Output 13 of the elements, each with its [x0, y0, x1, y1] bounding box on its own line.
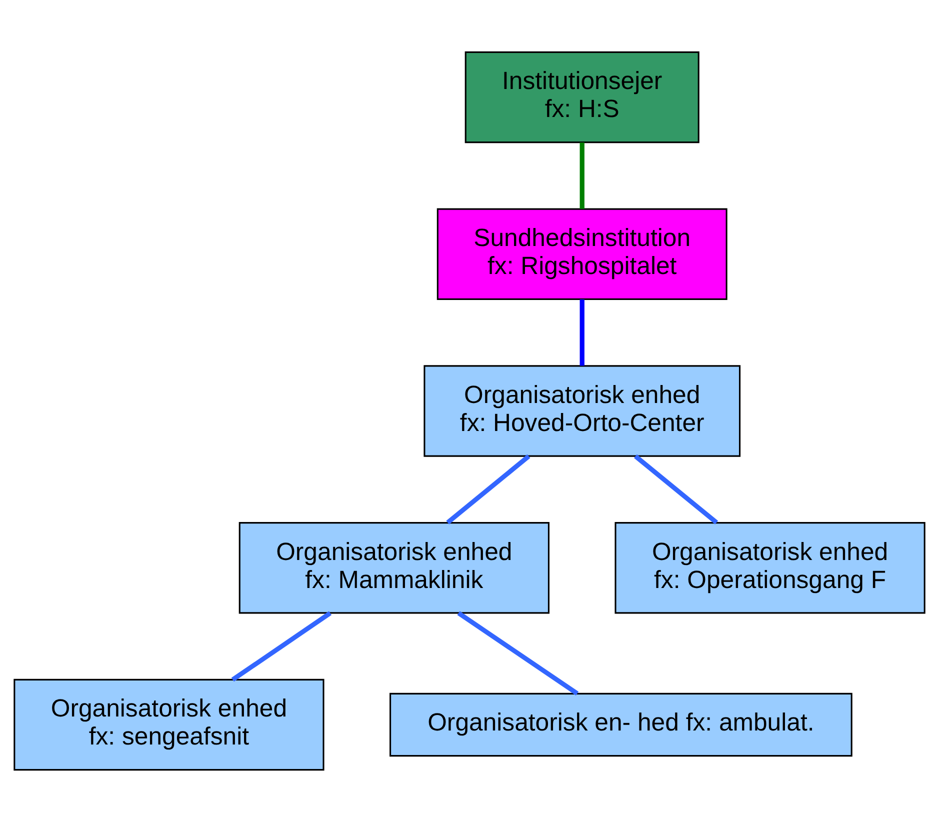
- node-box: Organisatorisk enhed fx: Operationsgang F: [614, 522, 926, 614]
- node-box: Organisatorisk en- hed fx: ambulat.: [390, 692, 852, 757]
- connector: [446, 454, 530, 524]
- connector: [457, 611, 579, 696]
- node-box: Institutionsejer fx: H:S: [464, 51, 700, 144]
- connector: [231, 611, 332, 682]
- node-box: Organisatorisk enhed fx: sengeafsnit: [14, 678, 324, 771]
- connector: [580, 142, 584, 209]
- node-box: Organisatorisk enhed fx: Mammaklinik: [238, 522, 550, 614]
- connector: [634, 454, 718, 524]
- connector: [580, 299, 584, 366]
- node-box: Organisatorisk enhed fx: Hoved-Orto-Center: [424, 365, 741, 457]
- node-box: Sundhedsinstitution fx: Rigshospitalet: [436, 208, 728, 300]
